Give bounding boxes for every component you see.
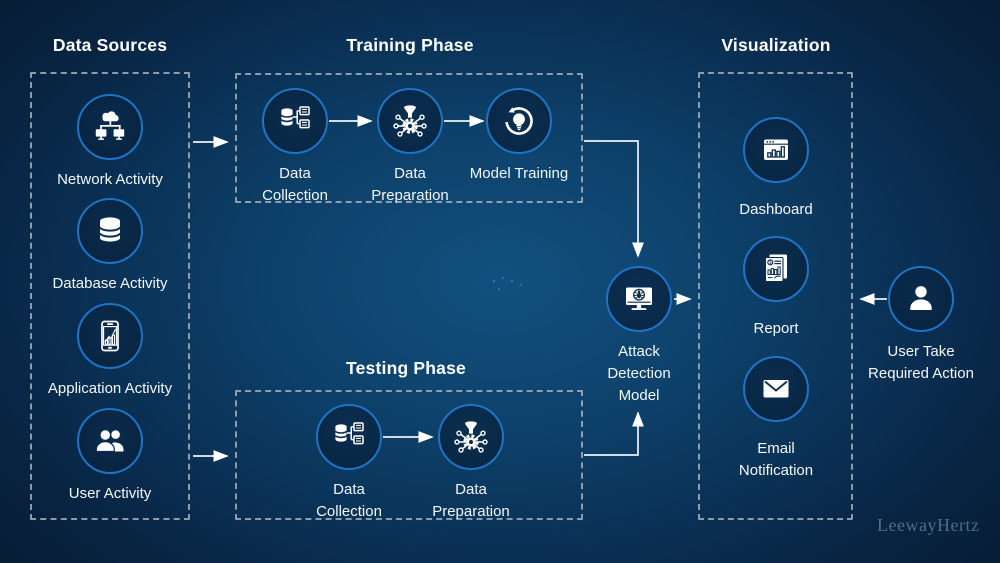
cloud-network-icon [95,111,125,140]
users-icon [95,429,124,453]
node-email-notification: Email Notification [701,356,851,482]
node-label: Network Activity [57,171,163,188]
data-preparation-icon [393,105,427,137]
bug-monitor-icon [626,287,652,310]
node-attack-detection-model: Attack Detection Model [564,266,714,407]
data-sources-title: Data Sources [52,35,168,55]
database-activity-circle [77,198,143,264]
node-label: User Take Required Action [868,343,974,382]
mobile-chart-icon [101,320,119,352]
node-training-data-collection: Data Collection [220,88,370,207]
training-data-preparation-circle [377,88,443,154]
node-testing-data-collection: Data Collection [274,404,424,523]
node-label: Attack Detection Model [607,343,671,404]
visualization-box [698,72,853,520]
attack-detection-circle [606,266,672,332]
training-phase-box [235,73,583,203]
person-icon [910,286,932,310]
visualization-title: Visualization [721,35,831,55]
testing-data-collection-circle [316,404,382,470]
node-dashboard: Dashboard [701,117,851,221]
dashboard-window-icon [764,139,788,160]
node-label: Report [753,320,799,337]
training-phase-title: Training Phase [346,35,474,55]
dashboard-circle [743,117,809,183]
email-notification-circle [743,356,809,422]
node-label: Data Collection [262,165,328,204]
model-training-icon [505,107,533,135]
node-label: Application Activity [47,380,173,397]
node-training-data-preparation: Data Preparation [335,88,485,207]
node-label: Data Collection [316,481,382,520]
arrow-testing-to-attack-model [584,411,644,456]
node-label: Data Preparation [371,165,449,204]
testing-phase-box [235,390,583,520]
network-activity-circle [77,94,143,160]
data-collection-icon [280,106,310,129]
data-sources-box [30,72,190,520]
data-preparation-icon [454,421,488,453]
node-application-activity: Application Activity [35,303,185,400]
user-action-circle [888,266,954,332]
database-icon [99,217,121,242]
testing-data-preparation-circle [438,404,504,470]
node-label: Model Training [469,165,569,182]
node-network-activity: Network Activity [35,94,185,191]
leewayhertz-watermark: LeewayHertz [877,515,980,535]
node-user-take-required-action: User Take Required Action [846,266,996,385]
node-label: Dashboard [739,201,813,218]
envelope-icon [763,380,789,398]
node-label: User Activity [68,485,152,502]
node-label: Data Preparation [432,481,510,520]
application-activity-circle [77,303,143,369]
node-database-activity: Database Activity [35,198,185,295]
user-activity-circle [77,408,143,474]
node-report: $ Report [701,236,851,340]
svg-text:$: $ [769,260,772,266]
node-label: Email Notification [738,440,814,479]
training-data-collection-circle [262,88,328,154]
node-testing-data-preparation: Data Preparation [396,404,546,523]
node-label: Database Activity [52,275,168,292]
testing-phase-title: Testing Phase [346,358,466,378]
data-collection-icon [334,422,364,445]
report-circle: $ [743,236,809,302]
node-user-activity: User Activity [35,408,185,505]
node-model-training: Model Training [444,88,594,185]
model-training-circle [486,88,552,154]
report-document-icon: $ [764,254,787,283]
